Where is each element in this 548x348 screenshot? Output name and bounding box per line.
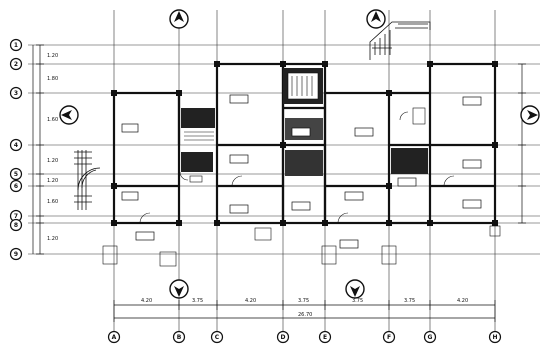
col-axis-F: F bbox=[382, 330, 396, 344]
col-axis-H: H bbox=[488, 330, 502, 344]
svg-text:G: G bbox=[428, 334, 433, 341]
row-axis-3: 3 bbox=[9, 86, 23, 100]
compass-south-icon bbox=[345, 279, 365, 299]
compass-north-icon bbox=[366, 9, 386, 29]
col-axis-C: C bbox=[210, 330, 224, 344]
vdim-6: 1.60 bbox=[47, 199, 58, 205]
col-axis-E: E bbox=[318, 330, 332, 344]
hdim-6: 3.75 bbox=[404, 298, 415, 304]
vdim-7: 1.20 bbox=[47, 236, 58, 242]
svg-text:3: 3 bbox=[14, 90, 18, 97]
hdim-4: 3.75 bbox=[298, 298, 309, 304]
stair-icon bbox=[74, 150, 101, 210]
hdim-7: 4.20 bbox=[457, 298, 468, 304]
vdim-4: 1.20 bbox=[47, 158, 58, 164]
vdim-1: 1.20 bbox=[47, 53, 58, 59]
svg-text:A: A bbox=[112, 334, 117, 341]
overall-dimension: 26.70 bbox=[298, 312, 312, 318]
svg-text:1: 1 bbox=[14, 42, 18, 49]
door-swings bbox=[139, 107, 455, 224]
svg-text:2: 2 bbox=[14, 61, 18, 68]
row-axis-9: 9 bbox=[9, 247, 23, 261]
svg-text:E: E bbox=[323, 334, 327, 341]
hdim-1: 4.20 bbox=[141, 298, 152, 304]
dark-fixtures bbox=[181, 68, 428, 176]
svg-text:8: 8 bbox=[14, 222, 18, 229]
entry-markers bbox=[102, 225, 501, 267]
compass-east-icon bbox=[520, 105, 540, 125]
hdim-3: 4.20 bbox=[245, 298, 256, 304]
svg-text:9: 9 bbox=[14, 251, 18, 258]
compass-south-icon bbox=[169, 279, 189, 299]
stair-flights bbox=[184, 76, 313, 141]
row-axis-5: 5 bbox=[9, 167, 23, 181]
row-axis-2: 2 bbox=[9, 57, 23, 71]
col-axis-D: D bbox=[276, 330, 290, 344]
row-axis-4: 4 bbox=[9, 138, 23, 152]
bottom-dimension-chain bbox=[113, 300, 496, 322]
svg-text:C: C bbox=[215, 334, 220, 341]
vdim-3: 1.60 bbox=[47, 117, 58, 123]
room-tags bbox=[121, 94, 482, 249]
col-axis-B: B bbox=[172, 330, 186, 344]
svg-text:6: 6 bbox=[14, 183, 18, 190]
compass-north-icon bbox=[169, 9, 189, 29]
right-dimension-chain bbox=[518, 63, 526, 224]
row-axis-8: 8 bbox=[9, 218, 23, 232]
col-axis-A: A bbox=[107, 330, 121, 344]
row-axis-6: 6 bbox=[9, 179, 23, 193]
compass-east-icon bbox=[59, 105, 79, 125]
svg-text:D: D bbox=[281, 334, 286, 341]
vdim-5: 1.20 bbox=[47, 178, 58, 184]
hdim-2: 3.75 bbox=[192, 298, 203, 304]
svg-text:7: 7 bbox=[14, 213, 18, 220]
col-axis-G: G bbox=[423, 330, 437, 344]
svg-text:F: F bbox=[387, 334, 391, 341]
left-dimension-chain bbox=[32, 44, 44, 255]
row-axis-1: 1 bbox=[9, 38, 23, 52]
top-stair bbox=[369, 21, 431, 60]
svg-text:4: 4 bbox=[14, 142, 18, 149]
svg-text:B: B bbox=[177, 334, 182, 341]
hdim-5: 3.75 bbox=[352, 298, 363, 304]
vdim-2: 1.80 bbox=[47, 76, 58, 82]
svg-text:H: H bbox=[492, 334, 497, 341]
svg-text:5: 5 bbox=[14, 171, 18, 178]
structural-columns bbox=[111, 61, 498, 226]
